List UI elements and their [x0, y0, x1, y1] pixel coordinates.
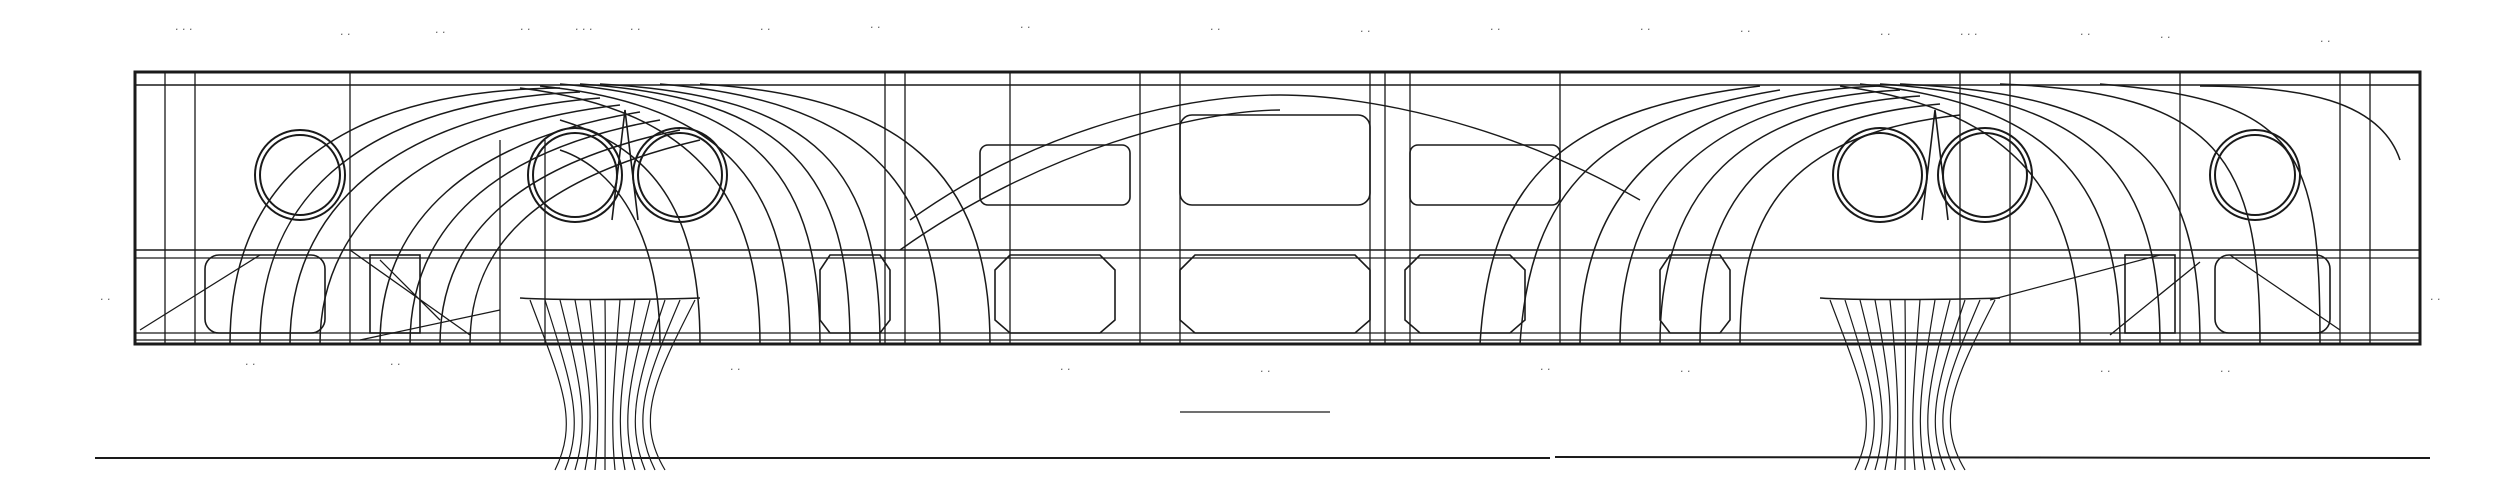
svg-text:. . .: . . .: [175, 20, 192, 33]
ground-line: [95, 411, 2431, 459]
pier-tendon-fan-left: [519, 297, 701, 471]
svg-text:. . .: . . .: [1960, 25, 1977, 38]
svg-text:. .: . .: [2080, 25, 2091, 38]
svg-text:. .: . .: [435, 23, 446, 36]
vertical-web-lines: [164, 72, 2371, 344]
svg-text:. .: . .: [1680, 362, 1691, 375]
svg-text:. .: . .: [2430, 290, 2441, 303]
svg-text:. .: . .: [390, 355, 401, 368]
svg-text:. .: . .: [340, 25, 351, 38]
svg-text:. .: . .: [1360, 22, 1371, 35]
svg-text:. .: . .: [730, 360, 741, 373]
handwritten-annotations: . . . . . . . . . . . . . . . . . . . . . . . .…: [100, 18, 2441, 375]
svg-text:. .: . .: [1260, 362, 1271, 375]
stress-arcs-left: [229, 83, 991, 345]
svg-text:. .: . .: [2320, 32, 2331, 45]
svg-text:. .: . .: [2160, 28, 2171, 41]
svg-text:. .: . .: [1020, 18, 1031, 31]
svg-text:. .: . .: [100, 290, 111, 303]
box-cells: [204, 114, 2331, 334]
svg-text:. .: . .: [1880, 25, 1891, 38]
svg-text:. .: . .: [2220, 362, 2231, 375]
circular-voids: [254, 109, 2301, 223]
svg-text:. .: . .: [1740, 22, 1751, 35]
svg-text:. .: . .: [760, 20, 771, 33]
svg-text:. .: . .: [1640, 20, 1651, 33]
central-arch: [899, 94, 1641, 251]
svg-text:. .: . .: [520, 20, 531, 33]
girder-outline: [133, 70, 2422, 346]
diagonal-bracing: [139, 249, 2341, 341]
svg-text:. .: . .: [1540, 360, 1551, 373]
svg-text:. .: . .: [245, 355, 256, 368]
svg-text:. .: . .: [1060, 360, 1071, 373]
svg-text:. .: . .: [870, 18, 881, 31]
svg-text:. .: . .: [1210, 20, 1221, 33]
svg-text:. . .: . . .: [575, 20, 592, 33]
pier-tendon-fan-right: [1819, 297, 2001, 471]
svg-text:. .: . .: [2100, 362, 2111, 375]
svg-text:. .: . .: [630, 20, 641, 33]
svg-text:. .: . .: [1490, 20, 1501, 33]
